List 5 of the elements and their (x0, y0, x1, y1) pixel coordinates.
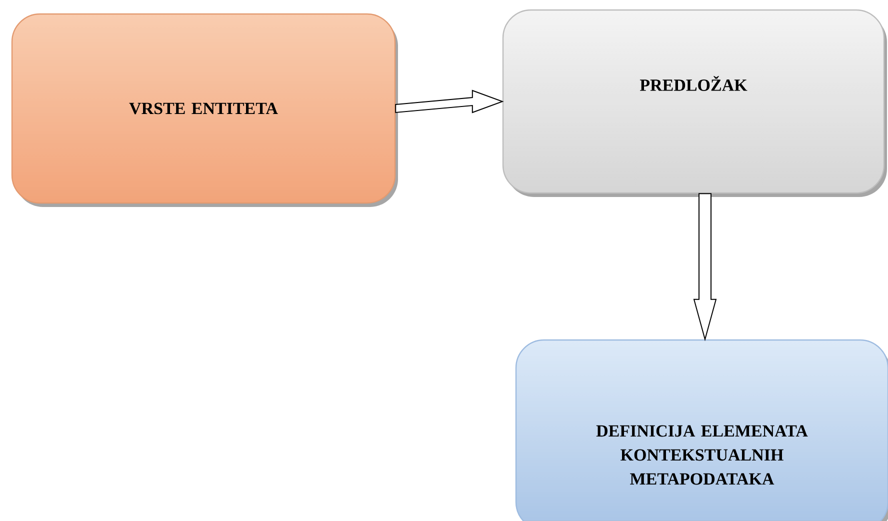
block-arrow (693, 193, 717, 342)
block-arrow (395, 90, 504, 114)
process-box: VRSTE ENTITETA (11, 13, 398, 207)
process-box: DEFINICIJA ELEMENATA KONTEKSTUALNIH METAPODATAKA (515, 339, 888, 521)
process-box: PREDLOŽAK (502, 9, 887, 197)
